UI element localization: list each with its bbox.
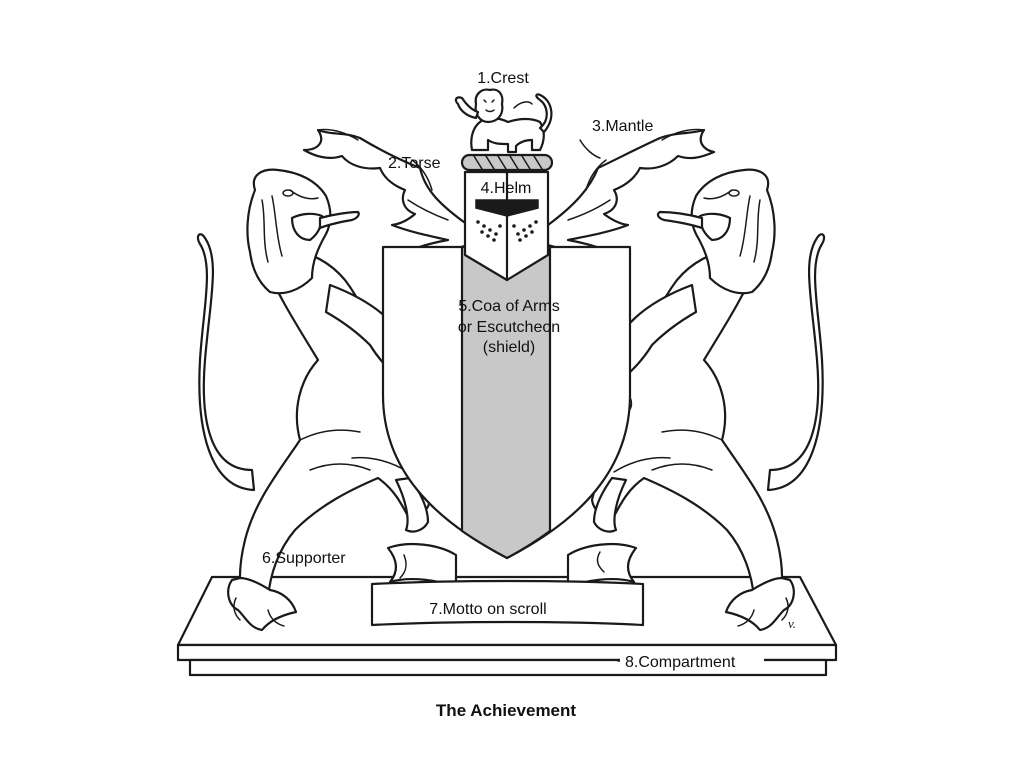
label-crest: 1.Crest xyxy=(477,70,529,87)
label-helm: 4.Helm xyxy=(481,180,532,197)
label-shield-line-3: (shield) xyxy=(483,339,535,356)
label-torse: 2.Torse xyxy=(388,155,441,172)
label-shield-line-2: or Escutcheon xyxy=(458,319,560,336)
helm xyxy=(463,170,550,282)
label-supporter: 6.Supporter xyxy=(262,550,346,567)
mantle-right xyxy=(546,128,716,260)
mantle-left xyxy=(302,128,470,260)
artist-signature: v. xyxy=(788,616,796,631)
shield-escutcheon xyxy=(381,245,632,560)
label-mantle: 3.Mantle xyxy=(592,118,653,135)
label-compartment: 8.Compartment xyxy=(625,654,736,671)
torse-wreath xyxy=(460,153,554,172)
label-motto: 7.Motto on scroll xyxy=(429,601,546,618)
motto-scroll xyxy=(370,542,645,627)
crest-lion xyxy=(454,88,553,154)
shield-pale xyxy=(460,245,552,560)
label-shield-line-1: 5.Coa of Arms xyxy=(458,298,559,315)
diagram-caption: The Achievement xyxy=(436,701,576,720)
